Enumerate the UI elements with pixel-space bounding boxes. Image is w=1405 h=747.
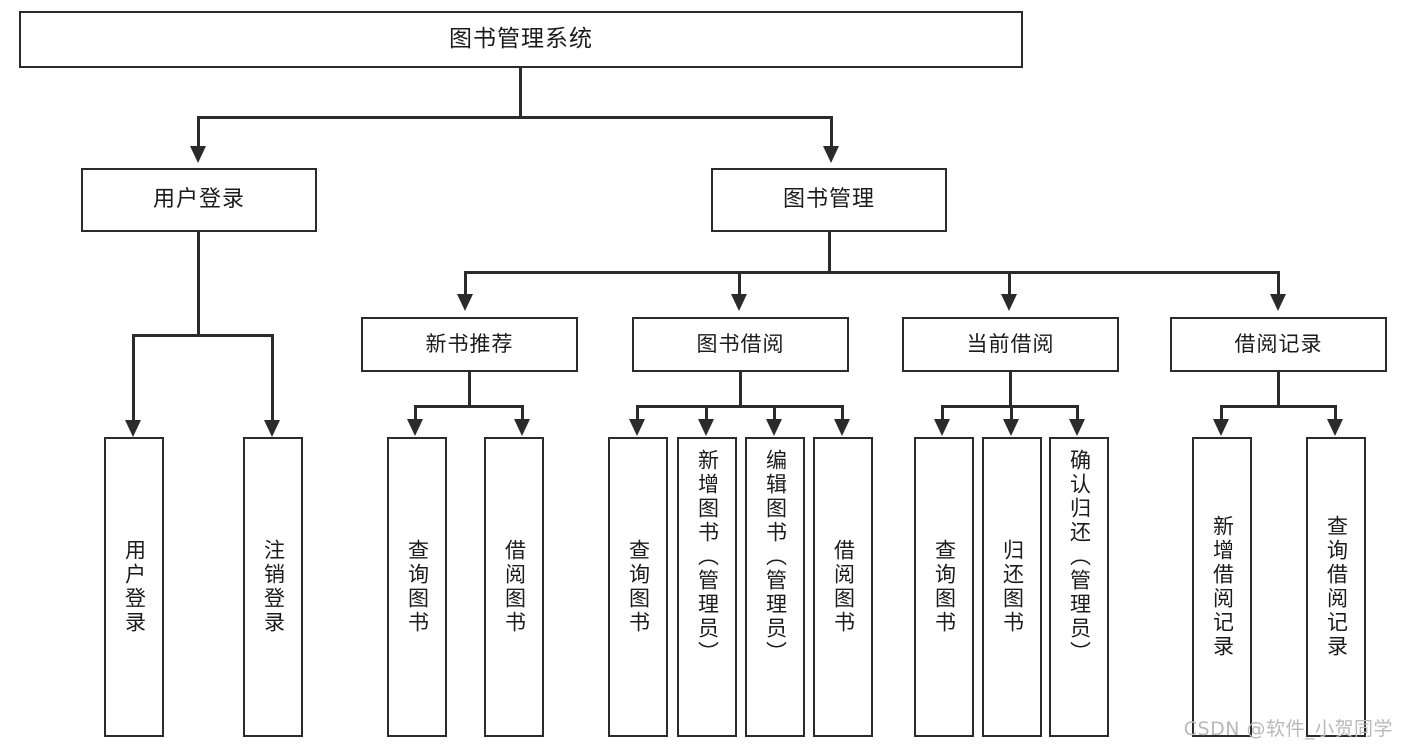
edge-root-to-user-login xyxy=(197,116,200,146)
node-label: 图书借阅 xyxy=(696,332,785,357)
leaf-label: 编辑图书（管理员） xyxy=(763,449,788,665)
leaf-label: 查询图书 xyxy=(405,539,430,635)
edge-book-borrow-leaf1 xyxy=(636,405,639,420)
node-label: 新书推荐 xyxy=(425,332,514,357)
leaf-confirm-return-admin[interactable]: 确认归还（管理员） xyxy=(1049,437,1109,737)
node-current-borrow[interactable]: 当前借阅 xyxy=(902,317,1119,372)
edge-bm-to-current-borrow xyxy=(1008,271,1011,295)
edge-bm-to-new-book xyxy=(464,271,467,295)
arrow-to-book-management xyxy=(823,146,839,163)
edge-book-management-down xyxy=(828,232,831,274)
edge-borrow-record-down xyxy=(1277,372,1280,408)
leaf-return-book[interactable]: 归还图书 xyxy=(982,437,1042,737)
leaf-query-borrow-record[interactable]: 查询借阅记录 xyxy=(1306,437,1366,737)
leaf-label: 新增借阅记录 xyxy=(1210,515,1235,659)
node-label: 图书管理 xyxy=(782,187,875,213)
edge-user-login-leaf1 xyxy=(132,334,135,420)
leaf-logout[interactable]: 注销登录 xyxy=(243,437,303,737)
leaf-label: 用户登录 xyxy=(122,539,147,635)
leaf-query-book-borrow[interactable]: 查询图书 xyxy=(608,437,668,737)
leaf-label: 归还图书 xyxy=(1000,539,1025,635)
arrow-book-borrow-leaf2 xyxy=(698,419,714,436)
leaf-user-login[interactable]: 用户登录 xyxy=(104,437,164,737)
leaf-borrow-book[interactable]: 借阅图书 xyxy=(813,437,873,737)
edge-new-book-down xyxy=(468,372,471,408)
arrow-current-borrow-leaf1 xyxy=(934,419,950,436)
arrow-new-book-leaf1 xyxy=(407,419,423,436)
leaf-label: 借阅图书 xyxy=(502,539,527,635)
leaf-edit-book-admin[interactable]: 编辑图书（管理员） xyxy=(745,437,805,737)
leaf-label: 查询图书 xyxy=(626,539,651,635)
arrow-user-login-leaf1 xyxy=(125,420,141,437)
leaf-label: 注销登录 xyxy=(261,539,286,635)
arrow-user-login-leaf2 xyxy=(264,420,280,437)
arrow-book-borrow-leaf3 xyxy=(766,419,782,436)
edge-root-down xyxy=(519,68,522,118)
edge-new-book-leaf2 xyxy=(521,405,524,420)
leaf-label: 借阅图书 xyxy=(831,539,856,635)
arrow-to-new-book-recommend xyxy=(457,294,473,311)
edge-book-borrow-leaf3 xyxy=(773,405,776,420)
edge-borrow-record-leaf1 xyxy=(1220,405,1223,420)
leaf-label: 查询借阅记录 xyxy=(1324,515,1349,659)
arrow-to-user-login xyxy=(190,146,206,163)
node-label: 图书管理系统 xyxy=(449,26,593,53)
leaf-query-book-recommend[interactable]: 查询图书 xyxy=(387,437,447,737)
leaf-label: 查询图书 xyxy=(932,539,957,635)
edge-user-login-bar xyxy=(132,334,272,337)
leaf-add-book-admin[interactable]: 新增图书（管理员） xyxy=(677,437,737,737)
node-label: 借阅记录 xyxy=(1234,332,1323,357)
edge-bm-to-book-borrow xyxy=(738,271,741,295)
edge-new-book-bar xyxy=(414,405,524,408)
arrow-borrow-record-leaf1 xyxy=(1213,419,1229,436)
leaf-label: 确认归还（管理员） xyxy=(1067,449,1092,665)
leaf-add-borrow-record[interactable]: 新增借阅记录 xyxy=(1192,437,1252,737)
arrow-borrow-record-leaf2 xyxy=(1327,419,1343,436)
arrow-to-book-borrow xyxy=(731,294,747,311)
edge-current-borrow-leaf2 xyxy=(1010,405,1013,420)
edge-book-borrow-leaf2 xyxy=(705,405,708,420)
leaf-label: 新增图书（管理员） xyxy=(695,449,720,665)
edge-current-borrow-leaf3 xyxy=(1076,405,1079,420)
arrow-current-borrow-leaf2 xyxy=(1003,419,1019,436)
edge-bm-to-borrow-record xyxy=(1277,271,1280,295)
node-book-borrow[interactable]: 图书借阅 xyxy=(632,317,849,372)
node-book-management[interactable]: 图书管理 xyxy=(711,168,947,232)
edge-user-login-down xyxy=(197,232,200,336)
node-root-book-management-system[interactable]: 图书管理系统 xyxy=(19,11,1023,68)
edge-current-borrow-down xyxy=(1009,372,1012,408)
edge-book-management-bar xyxy=(464,271,1280,274)
arrow-current-borrow-leaf3 xyxy=(1069,419,1085,436)
edge-book-borrow-down xyxy=(739,372,742,408)
node-user-login[interactable]: 用户登录 xyxy=(81,168,317,232)
edge-book-borrow-leaf4 xyxy=(841,405,844,420)
arrow-book-borrow-leaf1 xyxy=(629,419,645,436)
edge-current-borrow-leaf1 xyxy=(941,405,944,420)
arrow-new-book-leaf2 xyxy=(514,419,530,436)
edge-book-borrow-bar xyxy=(636,405,844,408)
edge-user-login-leaf2 xyxy=(271,334,274,420)
node-new-book-recommend[interactable]: 新书推荐 xyxy=(361,317,578,372)
arrow-book-borrow-leaf4 xyxy=(834,419,850,436)
edge-borrow-record-bar xyxy=(1220,405,1337,408)
node-borrow-record[interactable]: 借阅记录 xyxy=(1170,317,1387,372)
edge-new-book-leaf1 xyxy=(414,405,417,420)
leaf-query-book-current[interactable]: 查询图书 xyxy=(914,437,974,737)
arrow-to-current-borrow xyxy=(1001,294,1017,311)
edge-root-to-book-management xyxy=(830,116,833,146)
leaf-borrow-book-recommend[interactable]: 借阅图书 xyxy=(484,437,544,737)
node-label: 当前借阅 xyxy=(966,332,1055,357)
edge-borrow-record-leaf2 xyxy=(1334,405,1337,420)
edge-root-bar xyxy=(197,116,833,119)
node-label: 用户登录 xyxy=(152,187,245,213)
arrow-to-borrow-record xyxy=(1270,294,1286,311)
